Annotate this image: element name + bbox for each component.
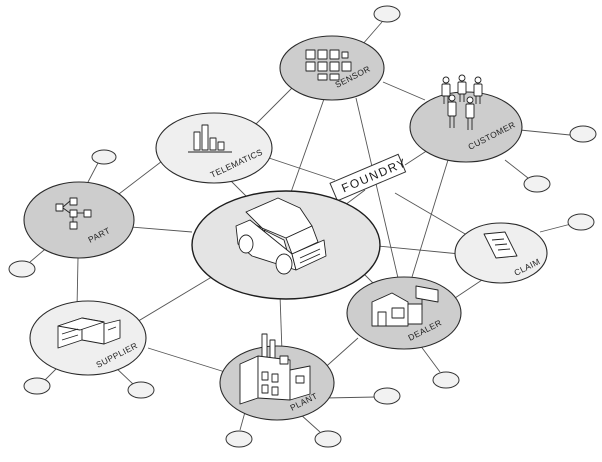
leaf-node[interactable] (23, 377, 51, 395)
leaf-node[interactable] (432, 371, 460, 389)
leaf-node[interactable] (225, 430, 253, 448)
edge-dealer-leaf (419, 344, 441, 373)
edge-customer-leaf-1 (519, 129, 571, 136)
node-telematics[interactable]: TELEMATICS (155, 112, 273, 184)
bar-chart-icon (188, 124, 232, 153)
edge-sensor-dealer (355, 97, 399, 279)
leaf-node[interactable] (523, 175, 551, 193)
edge-supplier-plant (147, 347, 226, 373)
edge-plant-leaf-1 (239, 411, 246, 431)
edge-telematics-sensor (254, 87, 293, 126)
node-supplier[interactable]: SUPPLIER (29, 300, 147, 376)
edge-dealer-claim (454, 277, 486, 299)
node-sensor[interactable]: SENSOR (279, 35, 385, 101)
node-part[interactable]: PART (23, 181, 135, 259)
leaf-node[interactable] (567, 213, 595, 231)
node-claim[interactable]: CLAIM (454, 222, 548, 284)
warehouse-icon (57, 317, 121, 349)
node-vehicle[interactable] (191, 190, 381, 300)
edge-customer-leaf-2 (504, 159, 529, 179)
leaf-node[interactable] (127, 381, 155, 399)
hierarchy-icon (55, 197, 92, 230)
edge-plant-leaf-2 (324, 396, 377, 399)
leaf-node[interactable] (373, 387, 401, 405)
edge-part-supplier (76, 257, 79, 309)
dealership-icon (371, 285, 439, 327)
leaf-node[interactable] (314, 430, 342, 448)
leaf-node[interactable] (373, 5, 401, 23)
people-group-icon (441, 74, 483, 130)
edge-center-foundry (344, 189, 366, 206)
edge-center-plant (279, 294, 283, 353)
edge-foundry-telematics (265, 156, 336, 181)
edge-sensor-customer (382, 81, 426, 101)
edge-plant-leaf-3 (299, 413, 321, 433)
car-icon (235, 197, 327, 275)
node-customer[interactable]: CUSTOMER (409, 74, 523, 163)
edge-center-claim (377, 245, 461, 255)
leaf-node[interactable] (91, 149, 117, 165)
edge-claim-leaf (539, 223, 572, 233)
document-icon (483, 231, 518, 259)
edge-part-leaf-1 (87, 162, 99, 183)
qr-grid-icon (305, 49, 352, 81)
node-dealer[interactable]: DEALER (346, 276, 462, 350)
leaf-node[interactable] (569, 125, 597, 143)
edge-foundry-claim (394, 192, 473, 239)
node-plant[interactable]: PLANT (219, 333, 335, 421)
edge-sensor-leaf (361, 21, 383, 46)
leaf-nodes (8, 5, 597, 448)
edge-customer-dealer (411, 159, 449, 278)
foundry-label[interactable]: FOUNDRY (329, 153, 410, 202)
factory-icon (239, 333, 311, 405)
edge-center-sensor (289, 81, 331, 196)
leaf-node[interactable] (8, 260, 36, 278)
edge-foundry-customer (404, 149, 429, 166)
